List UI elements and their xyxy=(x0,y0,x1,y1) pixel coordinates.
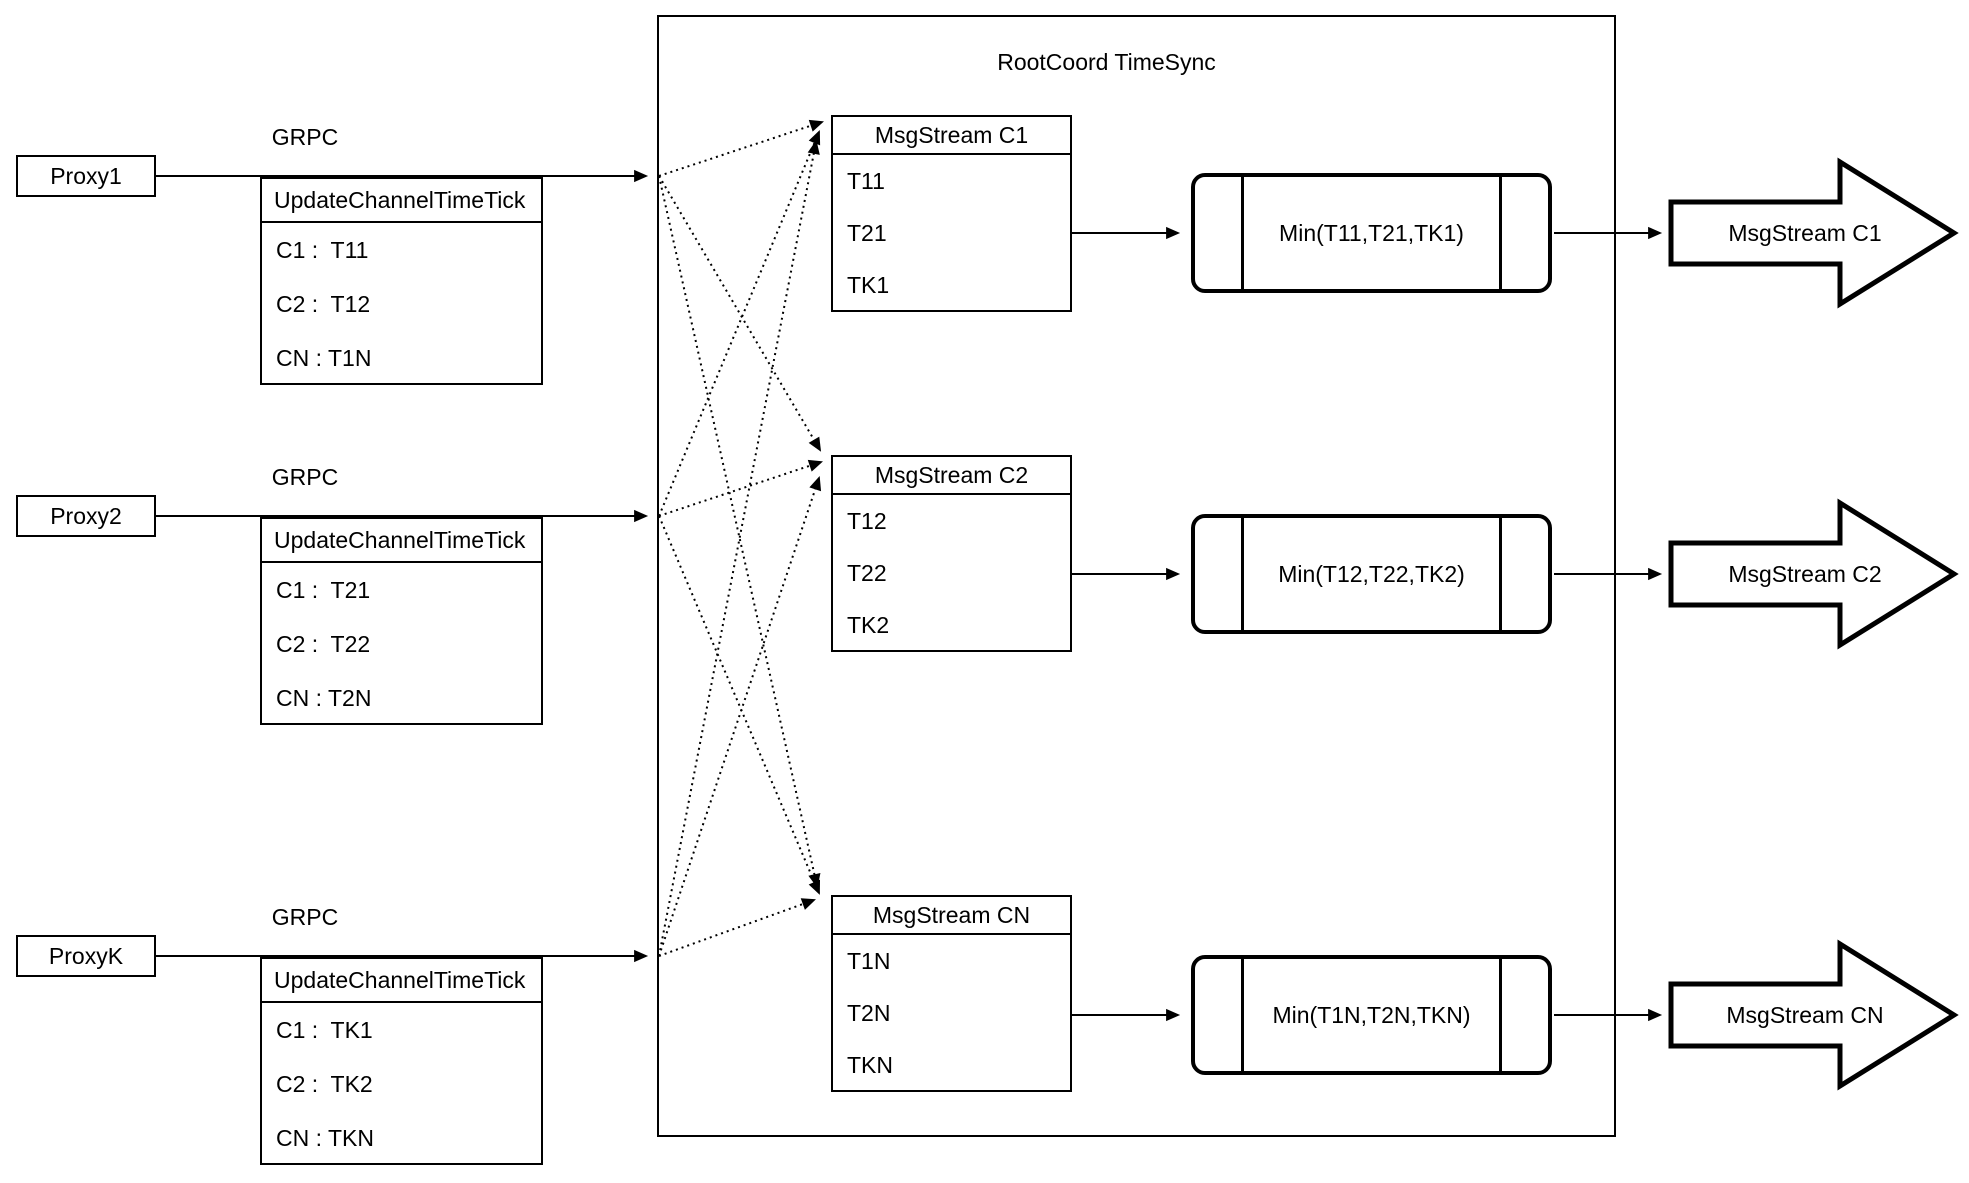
grpc-label-2: GRPC xyxy=(271,464,339,490)
msgstream-table-c1-row: T11 xyxy=(847,167,885,194)
msgstream-table-cn: MsgStream CN T1N T2N TKN xyxy=(831,895,1072,1092)
proxy1-box: Proxy1 xyxy=(16,155,156,197)
msgstream-table-c2-row: TK2 xyxy=(847,611,890,638)
min-box-c1-right-bar xyxy=(1499,177,1502,289)
dotted-p1-c1 xyxy=(658,119,824,177)
output-arrow-shape-c2 xyxy=(1668,498,1959,650)
msgstream-table-c2-header: MsgStream C2 xyxy=(833,457,1070,495)
min-label-c2: Min(T12,T22,TK2) xyxy=(1278,560,1465,587)
proxy1-label: Proxy1 xyxy=(50,162,122,189)
msgstream-table-c1-header: MsgStream C1 xyxy=(833,117,1070,155)
proxyk-box: ProxyK xyxy=(16,935,156,977)
min-box-cn-right-bar xyxy=(1499,959,1502,1071)
update-table-2-row: C1 : T21 xyxy=(276,576,371,603)
proxy2-box: Proxy2 xyxy=(16,495,156,537)
msgstream-table-cn-row: T2N xyxy=(847,999,891,1026)
update-table-1-header: UpdateChannelTimeTick xyxy=(262,179,541,223)
update-table-3-row: C1 : TK1 xyxy=(276,1016,373,1043)
update-table-1-row: CN : T1N xyxy=(276,344,372,371)
min-box-c1: Min(T11,T21,TK1) xyxy=(1191,173,1552,293)
min-box-cn-left-bar xyxy=(1241,959,1244,1071)
msgstream-table-c2: MsgStream C2 T12 T22 TK2 xyxy=(831,455,1072,652)
update-table-2: UpdateChannelTimeTick C1 : T21 C2 : T22 … xyxy=(260,517,543,725)
update-table-2-row: C2 : T22 xyxy=(276,630,371,657)
min-label-c1: Min(T11,T21,TK1) xyxy=(1279,219,1464,246)
proxyk-label: ProxyK xyxy=(48,942,124,969)
update-table-1-row: C1 : T11 xyxy=(276,236,369,263)
update-table-3-header: UpdateChannelTimeTick xyxy=(262,959,541,1003)
update-table-3: UpdateChannelTimeTick C1 : TK1 C2 : TK2 … xyxy=(260,957,543,1165)
min-box-c2-right-bar xyxy=(1499,518,1502,630)
msgstream-table-c1-row: T21 xyxy=(847,219,887,246)
rootcoord-title: RootCoord TimeSync xyxy=(997,49,1216,75)
msgstream-table-cn-header: MsgStream CN xyxy=(833,897,1070,935)
msgstream-table-cn-row: T1N xyxy=(847,947,891,974)
dotted-p1-cn xyxy=(658,175,821,889)
min-box-c1-left-bar xyxy=(1241,177,1244,289)
output-arrow-label-c1: MsgStream C1 xyxy=(1728,219,1882,246)
min-box-c2: Min(T12,T22,TK2) xyxy=(1191,514,1552,634)
msgstream-table-c2-row: T22 xyxy=(847,559,887,586)
output-arrow-shape-cn xyxy=(1668,939,1959,1091)
dotted-p2-c2 xyxy=(658,459,823,517)
msgstream-table-c1-row: TK1 xyxy=(847,271,890,298)
msgstream-table-c2-row: T12 xyxy=(847,507,887,534)
solid-connectors xyxy=(156,169,1663,1022)
output-arrow-shape-c1 xyxy=(1668,157,1959,309)
update-table-1-row: C2 : T12 xyxy=(276,290,371,317)
dotted-p3-c1 xyxy=(658,139,820,957)
min-label-cn: Min(T1N,T2N,TKN) xyxy=(1272,1001,1471,1028)
output-arrow-label-cn: MsgStream CN xyxy=(1726,1001,1884,1028)
rootcoord-box: RootCoord TimeSync xyxy=(657,15,1616,1137)
dotted-p2-cn xyxy=(658,515,821,895)
proxy2-label: Proxy2 xyxy=(50,502,122,529)
update-table-2-header: UpdateChannelTimeTick xyxy=(262,519,541,563)
msgstream-table-c1: MsgStream C1 T11 T21 TK1 xyxy=(831,115,1072,312)
output-arrow-label-c2: MsgStream C2 xyxy=(1728,560,1882,587)
update-table-2-row: CN : T2N xyxy=(276,684,372,711)
output-arrow-shapes xyxy=(1668,157,1959,1091)
update-table-3-row: CN : TKN xyxy=(276,1124,374,1151)
dotted-connectors xyxy=(658,119,824,957)
min-box-c2-left-bar xyxy=(1241,518,1244,630)
grpc-label-3: GRPC xyxy=(271,904,339,930)
update-table-3-row: C2 : TK2 xyxy=(276,1070,373,1097)
dotted-p3-c2 xyxy=(658,476,822,957)
update-table-1: UpdateChannelTimeTick C1 : T11 C2 : T12 … xyxy=(260,177,543,385)
msgstream-table-cn-row: TKN xyxy=(847,1051,893,1078)
dotted-p1-c2 xyxy=(658,175,822,452)
grpc-label-1: GRPC xyxy=(271,124,339,150)
min-box-cn: Min(T1N,T2N,TKN) xyxy=(1191,955,1552,1075)
